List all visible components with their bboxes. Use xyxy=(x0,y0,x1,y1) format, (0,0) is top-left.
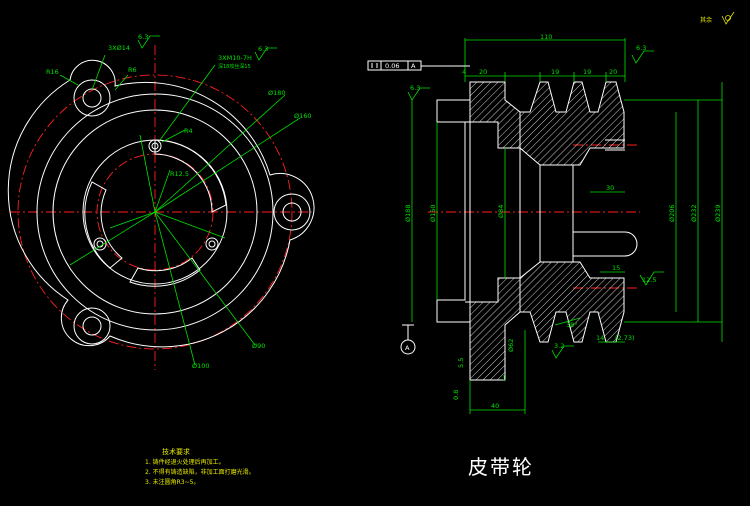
label-rough-left: 6.3 xyxy=(410,84,420,92)
front-view: R16 R6 3XØ14 6.3 3XM10-7H 深18攻丝深15 6.3 Ø… xyxy=(7,33,315,370)
notes-item-1: 1. 铸件经退火处理后再加工。 xyxy=(145,458,225,466)
label-w40: 40 xyxy=(491,402,499,410)
inner-slot xyxy=(154,139,227,213)
pulley-outline xyxy=(436,82,471,342)
label-w0-8: 0.8 xyxy=(452,390,460,400)
ring-middle xyxy=(52,109,258,315)
label-d90: Ø90 xyxy=(252,342,265,350)
label-rough-right: 6.3 xyxy=(258,45,268,53)
notes-item-2: 2. 不得有铸造缺陷，非加工面打磨光滑。 xyxy=(145,468,255,476)
label-thread-depth: 深18攻丝深15 xyxy=(218,63,251,70)
label-r16: R16 xyxy=(46,68,59,76)
label-w20b: 20 xyxy=(609,68,617,76)
flange-outline xyxy=(7,59,315,348)
lug-right xyxy=(273,193,311,231)
label-d232: Ø232 xyxy=(690,204,698,222)
label-d160: Ø160 xyxy=(294,112,312,120)
leader-w xyxy=(109,211,156,229)
tapped-hole-right-core xyxy=(208,240,216,248)
leader-r4 xyxy=(161,129,186,143)
notes-item-3: 3. 未注圆角R3~5。 xyxy=(145,478,199,486)
label-datum: A xyxy=(405,344,410,352)
label-d206: Ø206 xyxy=(668,204,676,222)
roughness-symbol-12-5 xyxy=(639,271,664,286)
leader-thread xyxy=(159,64,216,141)
dim-angle xyxy=(554,317,581,326)
label-tol-ref: A xyxy=(411,62,416,70)
hatch-grooves-top xyxy=(519,81,625,166)
lug-bottom-hole xyxy=(82,316,102,336)
leader-e xyxy=(154,211,226,239)
label-w15: 15 xyxy=(612,264,620,272)
notes-heading: 技术要求 xyxy=(162,447,190,456)
label-d84: Ø84 xyxy=(497,205,505,218)
label-w19a: 19 xyxy=(551,68,559,76)
label-d100: Ø100 xyxy=(192,362,210,370)
label-d180: Ø180 xyxy=(268,89,286,97)
roughness-symbol-top-right xyxy=(631,50,654,64)
leader-d100 xyxy=(154,211,196,366)
hatch-hub-bottom xyxy=(469,277,521,381)
label-rough-left: 6.3 xyxy=(138,33,148,41)
roughness-symbol-left xyxy=(137,35,160,49)
label-d62: Ø62 xyxy=(507,339,515,352)
label-w20a: 20 xyxy=(479,68,487,76)
roughness-symbol-top-left xyxy=(407,87,430,101)
hatch-hub-top xyxy=(469,81,521,149)
lug-bottom xyxy=(73,307,111,345)
label-rough-12-5: 12.5 xyxy=(642,276,656,284)
technical-notes: 技术要求 1. 铸件经退火处理后再加工。 2. 不得有铸造缺陷，非加工面打磨光滑… xyxy=(145,447,255,486)
roughness-symbol-right xyxy=(254,47,277,61)
leader-sw xyxy=(69,211,156,266)
label-3x14: 3XØ14 xyxy=(108,44,130,52)
outer-centerline-circle xyxy=(17,74,293,350)
corner-note: 其余 xyxy=(700,16,712,24)
leader-r16 xyxy=(59,74,79,86)
lug-top xyxy=(73,79,111,117)
roughness-symbol-3-2 xyxy=(551,345,574,359)
label-r6: R6 xyxy=(128,66,137,74)
label-w4: 4 xyxy=(462,68,466,76)
drawing-title: 皮带轮 xyxy=(468,455,534,479)
label-w1: 1 xyxy=(502,374,506,382)
corner-roughness-circle xyxy=(725,15,731,21)
tolerance-frame-sym xyxy=(367,60,382,71)
label-d5-5: 5.5 xyxy=(457,358,465,368)
ring-outer xyxy=(36,93,274,331)
label-110: 110 xyxy=(540,33,552,41)
label-angle: 38° xyxy=(566,321,578,329)
inner-slot-bottom xyxy=(129,257,201,287)
tapped-hole-left xyxy=(93,237,107,251)
leader-r12-5 xyxy=(154,169,171,213)
tapped-hole-right xyxy=(205,237,219,251)
tapped-hole-top xyxy=(148,139,162,153)
leader-d180 xyxy=(154,94,286,213)
corner-roughness-icon xyxy=(721,11,735,25)
leader-center xyxy=(139,134,156,213)
label-w14: 14 xyxy=(596,334,604,342)
label-r12-5: R12.5 xyxy=(170,170,189,178)
tapped-hole-top-core xyxy=(151,142,159,150)
label-thread: 3XM10-7H xyxy=(218,54,252,62)
leader-d160 xyxy=(154,117,301,213)
label-r4: R4 xyxy=(184,127,193,135)
lug-right-hole xyxy=(282,202,302,222)
label-w30: 30 xyxy=(606,184,614,192)
label-d188: Ø188 xyxy=(404,204,412,222)
label-tol-value: 0.06 xyxy=(385,62,399,70)
label-d239: Ø239 xyxy=(714,204,722,222)
keyway xyxy=(573,231,638,257)
label-w2-73: (2.73) xyxy=(615,334,635,342)
section-view: 110 0.06 A 4 20 19 19 20 6.3 6.3 Ø188 Ø1… xyxy=(367,33,723,414)
leader-d90 xyxy=(154,211,256,346)
label-rough-top: 6.3 xyxy=(636,44,646,52)
leader-r6 xyxy=(114,74,129,91)
lug-top-hole xyxy=(82,88,102,108)
label-d150: Ø150 xyxy=(429,204,437,222)
label-w19b: 19 xyxy=(583,68,591,76)
hatch-grooves-bottom xyxy=(519,261,625,343)
label-rough-3-2: 3.2 xyxy=(554,342,564,350)
leader-3x14 xyxy=(91,54,106,91)
